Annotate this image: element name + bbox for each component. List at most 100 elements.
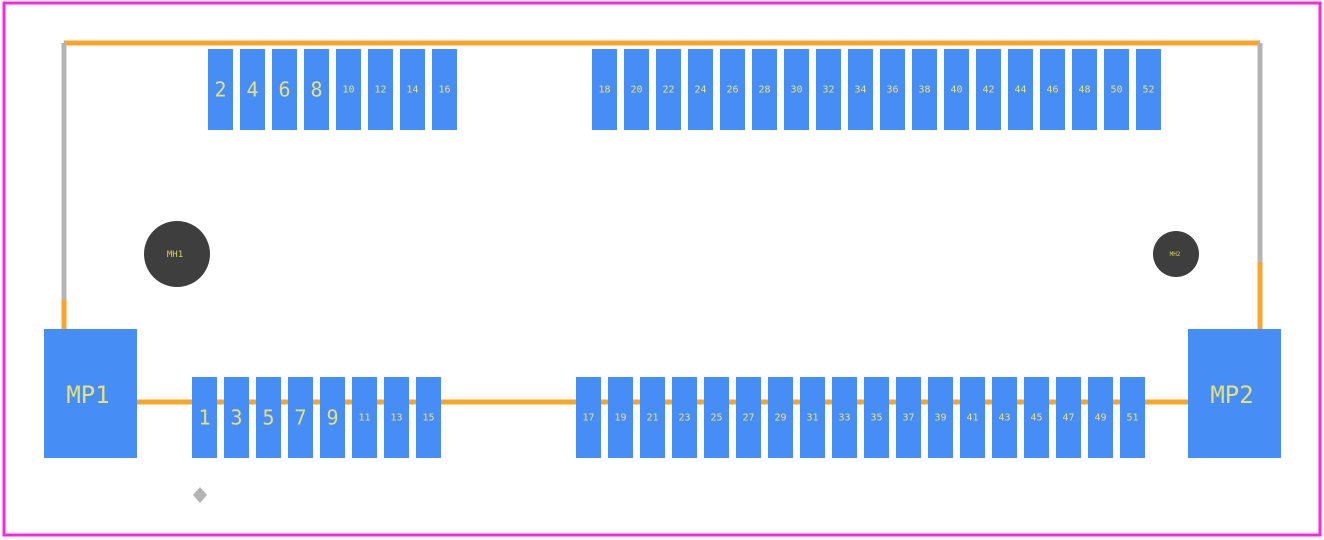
- pin-22: 22: [656, 49, 681, 130]
- pin-13: 13: [384, 377, 409, 458]
- pin-4: 4: [240, 49, 265, 130]
- pin-label: 2: [214, 78, 226, 102]
- pin-47: 47: [1056, 377, 1081, 458]
- pin-label: 32: [822, 85, 834, 96]
- pin-17: 17: [576, 377, 601, 458]
- pin-39: 39: [928, 377, 953, 458]
- pin-label: 35: [870, 413, 882, 424]
- pin-6: 6: [272, 49, 297, 130]
- pin-3: 3: [224, 377, 249, 458]
- pin-44: 44: [1008, 49, 1033, 130]
- pin-29: 29: [768, 377, 793, 458]
- pin-label: 6: [278, 78, 290, 102]
- pin-label: 36: [886, 85, 898, 96]
- pin-label: 47: [1062, 413, 1074, 424]
- pin-label: 12: [374, 85, 386, 96]
- pin-24: 24: [688, 49, 713, 130]
- mount-hole-left: MH1: [144, 221, 210, 287]
- mount-hole-left-label: MH1: [167, 250, 183, 260]
- pin-9: 9: [320, 377, 345, 458]
- mount-pad-left-label: MP1: [66, 381, 109, 409]
- pin-label: 38: [918, 85, 930, 96]
- pin-31: 31: [800, 377, 825, 458]
- pin-label: 48: [1078, 85, 1090, 96]
- pin-32: 32: [816, 49, 841, 130]
- pin-2: 2: [208, 49, 233, 130]
- pin-label: 26: [726, 85, 738, 96]
- pin-label: 22: [662, 85, 674, 96]
- pin-label: 49: [1094, 413, 1106, 424]
- pin-label: 21: [646, 413, 658, 424]
- pin-label: 8: [310, 78, 322, 102]
- pin-7: 7: [288, 377, 313, 458]
- pin-label: 33: [838, 413, 850, 424]
- pin-label: 23: [678, 413, 690, 424]
- pin-12: 12: [368, 49, 393, 130]
- pin-8: 8: [304, 49, 329, 130]
- pin-50: 50: [1104, 49, 1129, 130]
- pin-37: 37: [896, 377, 921, 458]
- pin-15: 15: [416, 377, 441, 458]
- pin-label: 19: [614, 413, 626, 424]
- pin-label: 10: [342, 85, 354, 96]
- pin-label: 16: [438, 85, 450, 96]
- pin-label: 25: [710, 413, 722, 424]
- pin-label: 18: [598, 85, 610, 96]
- pin-30: 30: [784, 49, 809, 130]
- pin-28: 28: [752, 49, 777, 130]
- pin-label: 14: [406, 85, 418, 96]
- pin-21: 21: [640, 377, 665, 458]
- pin-label: 51: [1126, 413, 1138, 424]
- pin-41: 41: [960, 377, 985, 458]
- pin-label: 45: [1030, 413, 1042, 424]
- pin-label: 28: [758, 85, 770, 96]
- pin-46: 46: [1040, 49, 1065, 130]
- pin-label: 20: [630, 85, 642, 96]
- pin-label: 30: [790, 85, 802, 96]
- pin-label: 50: [1110, 85, 1122, 96]
- pin-10: 10: [336, 49, 361, 130]
- pin-11: 11: [352, 377, 377, 458]
- pin-label: 44: [1014, 85, 1026, 96]
- pin-19: 19: [608, 377, 633, 458]
- pin-38: 38: [912, 49, 937, 130]
- pin-label: 7: [294, 406, 306, 430]
- mount-hole-right-label: MH2: [1170, 251, 1181, 258]
- pin-label: 42: [982, 85, 994, 96]
- pin-label: 31: [806, 413, 818, 424]
- pin-5: 5: [256, 377, 281, 458]
- pin-row-top-b: 18 20 22 24 26 28 30 32 34 36 38 40 42 44 46 48 50 52: [592, 49, 1161, 130]
- pin-label: 27: [742, 413, 754, 424]
- pin-49: 49: [1088, 377, 1113, 458]
- pin-label: 34: [854, 85, 866, 96]
- pin-label: 29: [774, 413, 786, 424]
- pin-51: 51: [1120, 377, 1145, 458]
- pin-23: 23: [672, 377, 697, 458]
- pin-label: 24: [694, 85, 706, 96]
- pin-label: 9: [326, 406, 338, 430]
- pin-label: 5: [262, 406, 274, 430]
- pin-label: 39: [934, 413, 946, 424]
- pin-label: 4: [246, 78, 258, 102]
- pin-33: 33: [832, 377, 857, 458]
- pin-label: 3: [230, 406, 242, 430]
- pin-20: 20: [624, 49, 649, 130]
- pin-label: 52: [1142, 85, 1154, 96]
- pin-16: 16: [432, 49, 457, 130]
- pin-43: 43: [992, 377, 1017, 458]
- pin-label: 43: [998, 413, 1010, 424]
- pin-label: 1: [198, 406, 210, 430]
- pin-36: 36: [880, 49, 905, 130]
- pin-label: 40: [950, 85, 962, 96]
- pin-label: 37: [902, 413, 914, 424]
- pin-1: 1: [192, 377, 217, 458]
- pin-27: 27: [736, 377, 761, 458]
- pin-26: 26: [720, 49, 745, 130]
- pin-52: 52: [1136, 49, 1161, 130]
- pin-18: 18: [592, 49, 617, 130]
- mount-pad-right-label: MP2: [1210, 381, 1253, 409]
- pin-label: 41: [966, 413, 978, 424]
